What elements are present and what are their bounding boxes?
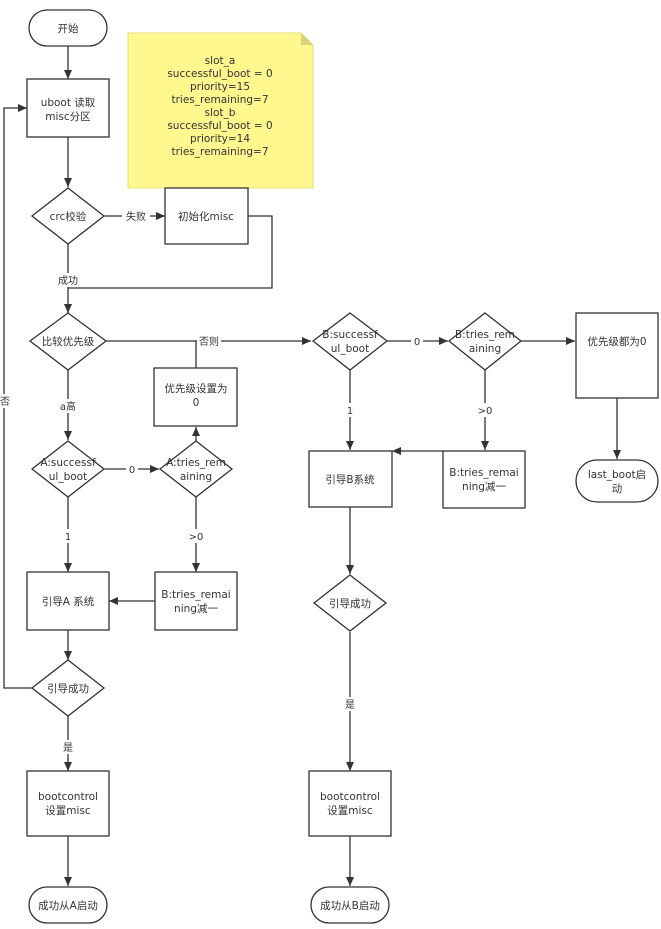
nodes: 开始 uboot 读取 misc分区 crc校验 初始化misc 比较优先级 优… xyxy=(26,9,659,924)
compare-priority-node: 比较优先级 xyxy=(28,312,108,371)
edge-label-zero-a: 0 xyxy=(129,465,135,476)
note-body xyxy=(127,32,314,189)
a-boot-success-label: 引导成功 xyxy=(47,682,89,695)
a-success-end-label: 成功从A启动 xyxy=(38,899,98,912)
b-tries-decrement-label: B:tries_remai xyxy=(449,467,518,479)
note-line: priority=15 xyxy=(190,81,250,93)
edge-label-one-a: 1 xyxy=(65,532,71,543)
a-tries-decrement-label: ning减一 xyxy=(174,603,218,615)
b-bootcontrol-node: bootcontrol 设置misc xyxy=(308,770,392,837)
b-tries-remaining-node: B:tries_rem aining xyxy=(447,312,523,371)
init-misc-node: 初始化misc xyxy=(164,187,249,245)
note-line: tries_remaining=7 xyxy=(171,94,268,106)
init-misc-label: 初始化misc xyxy=(178,210,234,223)
start-label: 开始 xyxy=(58,22,79,35)
b-success-end-node: 成功从B启动 xyxy=(310,886,390,924)
b-successful-boot-label: ul_boot xyxy=(331,343,369,355)
a-tries-decrement-node: B:tries_remai ning减一 xyxy=(154,571,238,631)
a-bootcontrol-node: bootcontrol 设置misc xyxy=(26,770,110,837)
edge-label-otherwise: 否则 xyxy=(199,335,219,348)
a-success-end-node: 成功从A启动 xyxy=(28,886,108,924)
note-line: tries_remaining=7 xyxy=(171,146,268,158)
edge-label-gt0-a: >0 xyxy=(189,532,204,543)
boot-b-node: 引导B系统 xyxy=(308,450,393,508)
b-tries-remaining-label: B:tries_rem xyxy=(455,329,515,341)
edge-labels: 失败 成功 a高 否则 否 0 1 >0 是 0 1 >0 是 xyxy=(0,209,495,754)
set-priority-zero-label: 优先级设置为 xyxy=(165,382,228,395)
last-boot-label: last_boot启 xyxy=(588,468,646,481)
b-bootcontrol-label: 设置misc xyxy=(327,805,373,817)
note: slot_a successful_boot = 0 priority=15 t… xyxy=(127,32,314,189)
all-priority-zero-label: 优先级都为0 xyxy=(587,335,646,348)
note-line: priority=14 xyxy=(190,133,250,145)
a-bootcontrol-label: bootcontrol xyxy=(38,791,98,803)
b-boot-success-label: 引导成功 xyxy=(329,597,371,610)
note-line: successful_boot = 0 xyxy=(167,120,272,132)
crc-check-node: crc校验 xyxy=(30,187,106,245)
boot-a-node: 引导A 系统 xyxy=(26,571,110,631)
edge-label-a-high: a高 xyxy=(60,400,76,413)
edge-init-to-merge xyxy=(68,215,273,289)
a-successful-boot-label: ul_boot xyxy=(49,471,87,483)
edge-label-fail: 失败 xyxy=(126,210,146,223)
edge-label-no: 否 xyxy=(0,396,10,408)
a-tries-decrement-label: B:tries_remai xyxy=(161,589,230,601)
b-tries-decrement-label: ning减一 xyxy=(462,481,506,493)
a-successful-boot-node: A:successf ul_boot xyxy=(30,440,106,498)
edge-label-one-b: 1 xyxy=(347,406,353,417)
read-misc-label: misc分区 xyxy=(45,111,90,123)
b-tries-decrement-node: B:tries_remai ning减一 xyxy=(442,450,526,509)
read-misc-node: uboot 读取 misc分区 xyxy=(26,78,110,138)
edge-label-gt0-b: >0 xyxy=(478,406,493,417)
b-boot-success-node: 引导成功 xyxy=(312,574,388,632)
edge-label-yes-a: 是 xyxy=(63,742,73,754)
boot-b-label: 引导B系统 xyxy=(325,473,375,486)
edge-label-zero-b1: 0 xyxy=(414,337,420,348)
b-successful-boot-node: B:successf ul_boot xyxy=(311,312,389,371)
a-successful-boot-label: A:successf xyxy=(40,457,96,469)
a-tries-remaining-node: A:tries_rem aining xyxy=(158,440,234,498)
b-tries-remaining-label: aining xyxy=(469,343,501,355)
a-boot-success-node: 引导成功 xyxy=(30,659,106,717)
a-tries-remaining-label: A:tries_rem xyxy=(166,457,226,469)
last-boot-label: 动 xyxy=(612,483,623,495)
b-bootcontrol-label: bootcontrol xyxy=(320,791,380,803)
a-bootcontrol-label: 设置misc xyxy=(45,805,91,817)
a-tries-remaining-label: aining xyxy=(180,471,212,483)
note-line: successful_boot = 0 xyxy=(167,68,272,80)
compare-priority-label: 比较优先级 xyxy=(42,335,95,348)
all-priority-zero-node: 优先级都为0 xyxy=(575,312,659,399)
read-misc-label: uboot 读取 xyxy=(41,96,96,109)
crc-check-label: crc校验 xyxy=(50,210,87,223)
edge-label-yes-b: 是 xyxy=(345,699,355,711)
b-success-end-label: 成功从B启动 xyxy=(320,899,380,912)
note-fold xyxy=(301,33,313,45)
note-line: slot_a xyxy=(205,55,236,67)
edge-label-success: 成功 xyxy=(58,275,78,287)
start-node: 开始 xyxy=(28,9,108,47)
set-priority-zero-node: 优先级设置为 0 xyxy=(153,367,238,427)
last-boot-node: last_boot启 动 xyxy=(575,459,659,503)
set-priority-zero-label: 0 xyxy=(193,397,200,409)
boot-a-label: 引导A 系统 xyxy=(42,595,95,608)
b-successful-boot-label: B:successf xyxy=(322,329,378,341)
note-line: slot_b xyxy=(205,107,236,119)
